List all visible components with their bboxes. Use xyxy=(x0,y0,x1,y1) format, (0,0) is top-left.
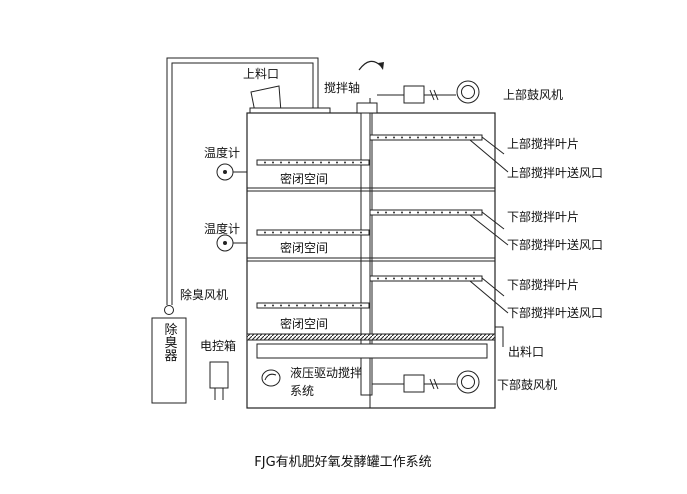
label-upper-blade-air: 上部搅拌叶送风口 xyxy=(507,165,603,180)
outlet-trough xyxy=(256,343,488,359)
outlet-pipe xyxy=(495,326,504,347)
label-feed-inlet: 上料口 xyxy=(243,67,279,81)
blade-middle-left xyxy=(256,229,370,236)
tank-floors xyxy=(247,187,495,262)
label-sealed-space-3: 密闭空间 xyxy=(280,316,328,331)
label-hydraulic-line2: 系统 xyxy=(290,384,314,398)
label-sealed-space-2: 密闭空间 xyxy=(280,240,328,255)
thermometer-2-icon xyxy=(216,234,247,252)
label-lower-blade-air-1: 下部搅拌叶送风口 xyxy=(507,237,603,252)
label-upper-blade: 上部搅拌叶片 xyxy=(507,136,579,151)
hydraulic-drive-icon xyxy=(261,369,281,387)
label-sealed-space-1: 密闭空间 xyxy=(280,171,328,186)
label-lower-blade-air-2: 下部搅拌叶送风口 xyxy=(507,305,603,320)
blade-upper-left xyxy=(256,159,370,166)
upper-blower xyxy=(377,80,480,104)
lower-blower xyxy=(372,370,480,394)
label-deodorizer: 除臭器 xyxy=(162,323,178,363)
label-thermometer-1: 温度计 xyxy=(204,145,240,160)
hatched-floor xyxy=(246,333,496,341)
label-lower-blade-1: 下部搅拌叶片 xyxy=(507,209,579,224)
label-upper-blower: 上部鼓风机 xyxy=(503,87,563,102)
label-hydraulic-line1: 液压驱动搅拌 xyxy=(290,365,362,380)
label-lower-blower: 下部鼓风机 xyxy=(497,377,557,392)
blade-upper-right xyxy=(369,134,483,141)
control-box xyxy=(209,361,229,400)
label-stir-shaft: 搅拌轴 xyxy=(324,80,360,95)
label-lower-blade-2: 下部搅拌叶片 xyxy=(507,277,579,292)
diagram-caption: FJG有机肥好氧发酵罐工作系统 xyxy=(254,454,431,470)
rotation-arrowhead-icon xyxy=(378,62,384,70)
deodorizer-unit xyxy=(151,317,187,404)
shaft-top-box xyxy=(356,102,378,114)
blade-lower-right xyxy=(369,275,483,282)
label-control-box: 电控箱 xyxy=(200,338,236,353)
label-deodor-fan: 除臭风机 xyxy=(180,287,228,302)
blade-middle-right xyxy=(369,209,483,216)
label-thermometer-2: 温度计 xyxy=(204,221,240,236)
deodor-duct xyxy=(166,57,319,305)
thermometer-1-icon xyxy=(216,163,247,181)
rotation-arrow-icon xyxy=(358,60,382,71)
label-outlet: 出料口 xyxy=(508,345,544,359)
leader-lines xyxy=(469,136,509,314)
deodor-fan-icon xyxy=(164,305,174,315)
blade-lower-left xyxy=(256,302,370,309)
